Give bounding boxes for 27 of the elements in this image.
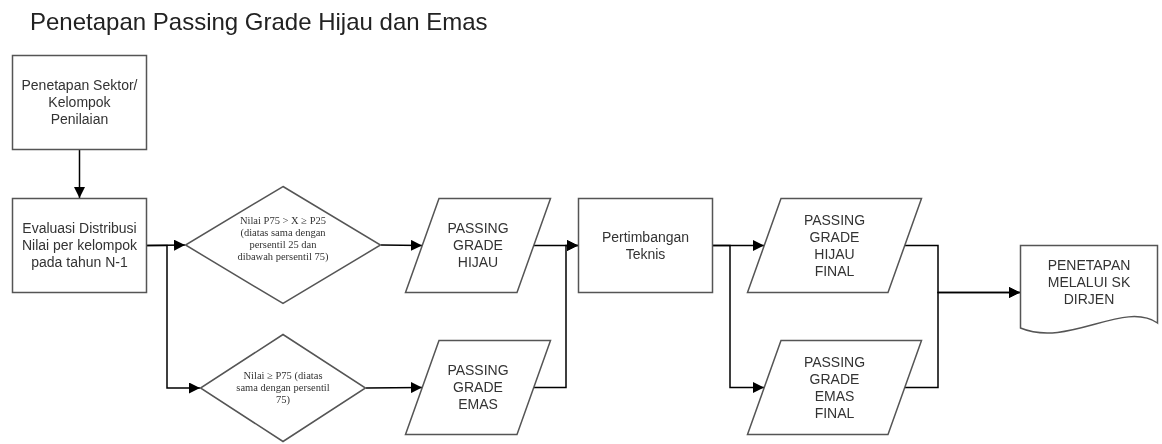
node-label: Nilai P75 > X ≥ P25 (diatas sama dengan persentil 25 dan dibawah persentil 75) [236,215,330,263]
arrow [533,240,579,389]
data-parallelogram [747,340,922,435]
arrow [146,244,201,394]
process-box [12,198,147,293]
decision-diamond [200,334,366,442]
arrow [904,287,1021,389]
node-label: Penetapan Sektor/ Kelompok Penilaian [20,77,139,128]
node-label: PASSING GRADE HIJAU FINAL [802,211,867,280]
decision-diamond [185,186,381,304]
data-parallelogram [405,198,551,293]
process-box [578,198,713,293]
node-label: PASSING GRADE EMAS [446,362,510,413]
process-box [12,55,147,150]
diagram-title: Penetapan Passing Grade Hijau dan Emas [30,8,488,36]
arrow [365,382,423,394]
node-label: Evaluasi Distribusi Nilai per kelompok pada tahun N-1 [20,220,139,271]
node-label: Nilai ≥ P75 (diatas sama dengan persentil 75) [235,370,331,406]
arrow [712,244,765,393]
node-label: Pertimbangan Teknis [600,228,691,263]
node-label: PASSING GRADE HIJAU [446,220,510,271]
data-parallelogram [747,198,922,293]
node-label: PASSING GRADE EMAS FINAL [802,353,867,422]
node-label: PENETAPAN MELALUI SK DIRJEN [1046,257,1132,308]
arrow [380,239,423,251]
data-parallelogram [405,340,551,435]
arrow [74,149,85,199]
